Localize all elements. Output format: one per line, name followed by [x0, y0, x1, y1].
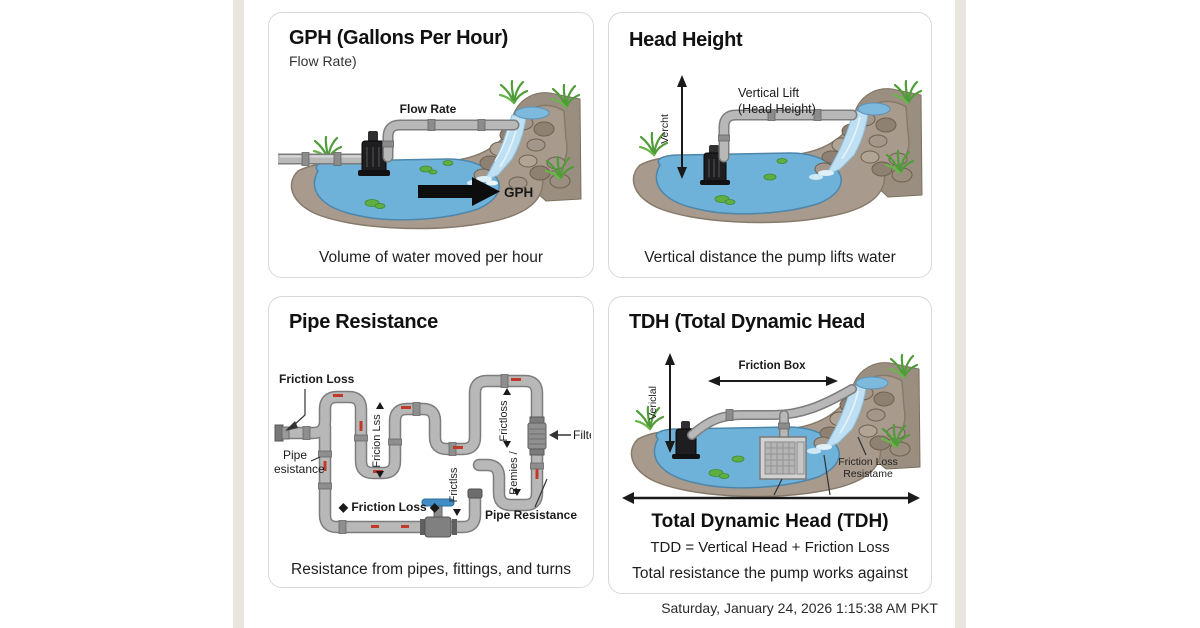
- page-edge-left: [233, 0, 244, 628]
- annotations: Friction Loss Pipe Resistance Fricion Ls…: [273, 372, 591, 522]
- timestamp: Saturday, January 24, 2026 1:15:38 AM PK…: [661, 600, 938, 616]
- filter-box: [759, 436, 807, 480]
- pond-illustration-head: Vercht Vertical Lift (Head Height): [632, 75, 923, 224]
- tdh-heading: Total Dynamic Head (TDH): [651, 511, 889, 532]
- panel-gph-subtitle: Flow Rate): [289, 53, 357, 69]
- tdh-formula: TDD = Vertical Head + Friction Loss: [650, 539, 890, 556]
- leader-friction: [857, 436, 867, 456]
- filter-label: Filter: [573, 428, 591, 442]
- riser-pipe: [718, 109, 858, 163]
- pump-icon: [672, 421, 700, 459]
- gph-label: GPH: [504, 185, 533, 200]
- vertical-rotated-label: Vercht: [659, 114, 671, 144]
- panel-tdh: TDH (Total Dynamic Head: [608, 296, 932, 594]
- friction-loss-bottom-label: ◆ Friction Loss ◆: [338, 500, 440, 514]
- vertical-lift-arrow: [677, 75, 687, 179]
- friction-loss-resistance-label-1: Friction Loss: [838, 456, 898, 468]
- vertical-lift-label-1: Vertical Lift: [738, 86, 800, 100]
- lily-pads: [708, 455, 745, 479]
- friction-loss-resistance-label-2: Resistame: [843, 468, 893, 480]
- panel-head-caption: Vertical distance the pump lifts water: [644, 249, 896, 266]
- panel-tdh-title: TDH (Total Dynamic Head: [629, 311, 866, 333]
- vertical-lift-label-2: (Head Height): [738, 102, 816, 116]
- page-edge-right: [955, 0, 966, 628]
- rotated-friction-label-1: Fricion Lss: [371, 414, 383, 468]
- panel-head-title: Head Height: [629, 29, 743, 51]
- pipe-maze-illustration: Friction Loss Pipe Resistance Fricion Ls…: [273, 372, 591, 538]
- rotated-friction-label-4: Remies /: [508, 450, 520, 494]
- pipe-resistance-bottom-label: Pipe Resistance: [485, 508, 577, 522]
- flow-rate-label: Flow Rate: [400, 102, 457, 116]
- gph-arrow: [418, 177, 500, 206]
- friction-box-arrow: [708, 376, 838, 386]
- plumbing: [687, 384, 857, 444]
- leader-pond: [823, 454, 831, 496]
- rotated-friction-label-3: Frictloss: [498, 400, 510, 441]
- inlet-pipe: [278, 152, 368, 166]
- pipe-run-main: [280, 374, 544, 534]
- friction-loss-top-label: Friction Loss: [279, 372, 355, 386]
- vertical-rotated-label: Vericlal: [647, 386, 659, 420]
- riser-pipe: [382, 119, 520, 163]
- pond-illustration-tdh: Vericlal Friction Box Friction Loss Resi…: [622, 353, 921, 504]
- panel-pipe-title: Pipe Resistance: [289, 311, 438, 333]
- leader-filter: [773, 478, 783, 496]
- valve-icon: [420, 498, 457, 538]
- pump-icon: [358, 131, 390, 176]
- waterfall: [467, 106, 550, 186]
- waterfall: [807, 376, 889, 454]
- vertical-head-arrow: [665, 353, 675, 453]
- waterfall: [809, 102, 891, 180]
- panel-head-height: Head Height: [608, 12, 932, 278]
- panel-gph-title: GPH (Gallons Per Hour): [289, 27, 508, 49]
- panel-tdh-caption: Total resistance the pump works against: [632, 565, 908, 582]
- panel-gph-caption: Volume of water moved per hour: [318, 249, 543, 266]
- panel-pipe-caption: Resistance from pipes, fittings, and tur…: [291, 561, 571, 578]
- panel-gph: GPH (Gallons Per Hour) Flow Rate): [268, 12, 594, 278]
- panel-pipe-resistance: Pipe Resistance: [268, 296, 594, 588]
- pipe-resistance-left-label-1: Pipe: [283, 448, 307, 462]
- pipe-fittings: [274, 374, 544, 534]
- tdh-span-arrow: [622, 492, 920, 504]
- pond-illustration-gph: Flow Rate GPH: [278, 79, 582, 230]
- pond-water: [655, 152, 842, 215]
- pipe-resistance-left-label-2: Resistance: [273, 462, 325, 476]
- filter-fitting: [527, 416, 547, 456]
- lily-pads: [364, 160, 454, 209]
- rotated-friction-label-2: Frictlss: [448, 467, 460, 502]
- friction-box-label: Friction Box: [738, 360, 806, 372]
- lily-pads: [714, 158, 788, 205]
